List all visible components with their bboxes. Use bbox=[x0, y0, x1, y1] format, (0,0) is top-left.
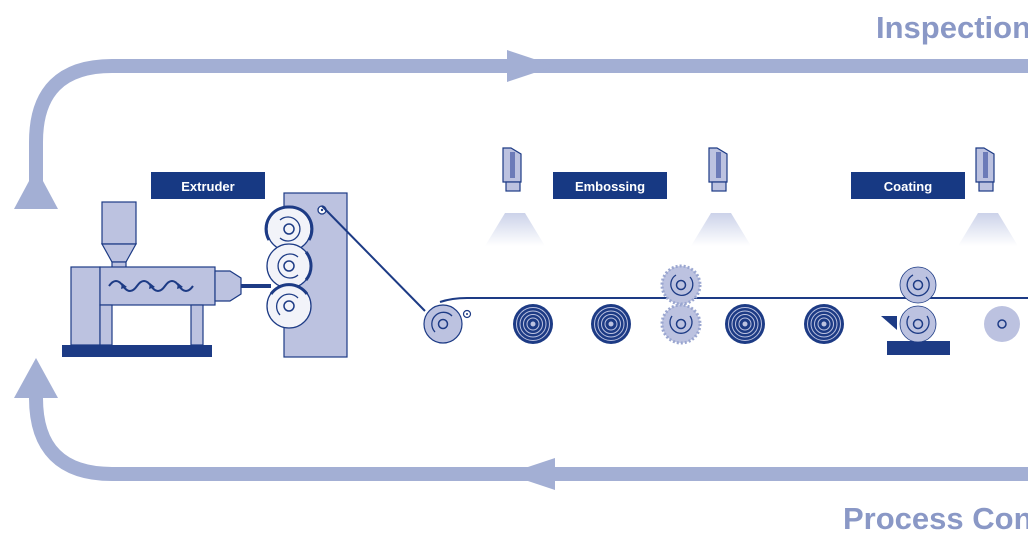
embossing-roll-bottom-icon bbox=[660, 303, 702, 345]
idler-roll-icon bbox=[984, 306, 1020, 342]
film-roll-icon bbox=[513, 304, 553, 344]
guide-roll-icon bbox=[423, 304, 472, 344]
extruder-machine-icon bbox=[62, 201, 271, 357]
process-control-flow-arrow bbox=[14, 358, 1028, 490]
inspection-title: Inspection bbox=[876, 10, 1028, 45]
coating-roll-bottom-icon bbox=[881, 305, 950, 355]
svg-text:Embossing: Embossing bbox=[575, 179, 645, 194]
film-roll-icon bbox=[591, 304, 631, 344]
svg-text:Extruder: Extruder bbox=[181, 179, 234, 194]
svg-text:Coating: Coating bbox=[884, 179, 932, 194]
film-roll-icon bbox=[804, 304, 844, 344]
embossing-label: Embossing bbox=[553, 172, 667, 199]
camera-icon bbox=[958, 147, 1018, 246]
web-line bbox=[321, 205, 1028, 312]
embossing-roll-top-icon bbox=[660, 264, 702, 306]
film-roll-icon bbox=[725, 304, 765, 344]
camera-icon bbox=[691, 147, 751, 246]
process-control-title: Process Contr bbox=[843, 501, 1028, 536]
inspection-flow-arrow bbox=[14, 50, 1028, 209]
calender-rolls-icon bbox=[264, 192, 348, 358]
camera-icon bbox=[485, 147, 545, 246]
coating-label: Coating bbox=[851, 172, 965, 199]
extruder-label: Extruder bbox=[151, 172, 265, 199]
coating-roll-top-icon bbox=[899, 266, 937, 304]
